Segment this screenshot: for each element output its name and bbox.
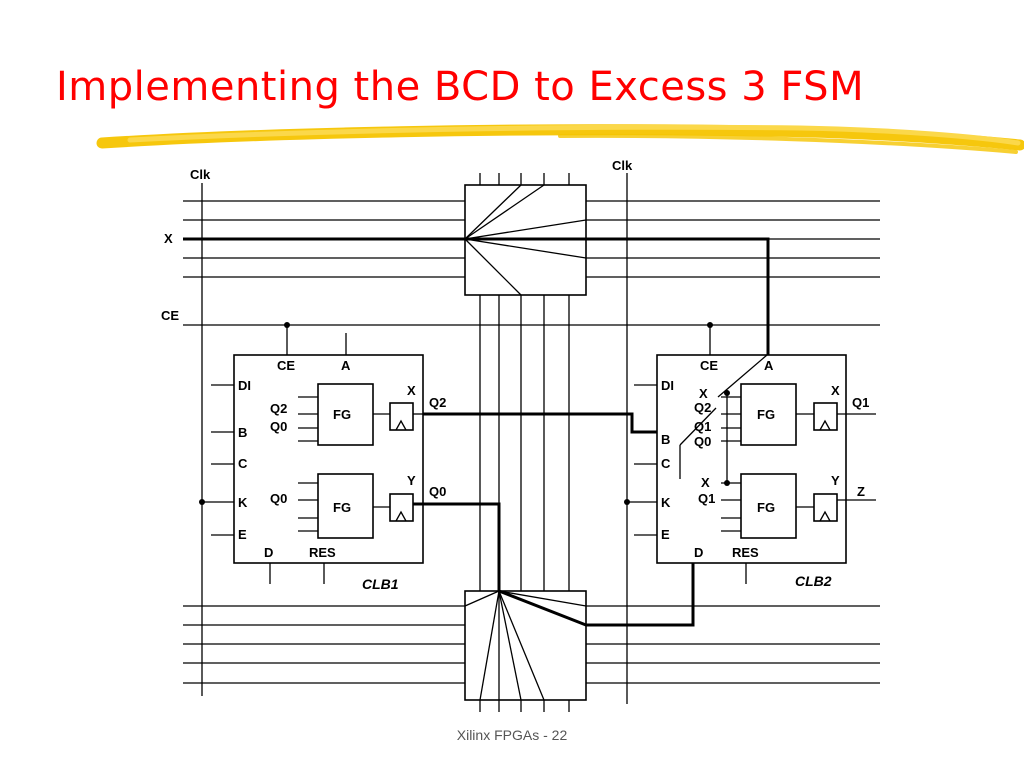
clb1-b-pin: B bbox=[238, 425, 247, 440]
clb2-q1-net: Q1 bbox=[852, 395, 869, 410]
clb1-block bbox=[199, 322, 424, 584]
clb1-name: CLB1 bbox=[362, 576, 399, 592]
clb1-e-pin: E bbox=[238, 527, 247, 542]
net-x bbox=[183, 237, 770, 355]
clb2-b-pin: B bbox=[661, 432, 670, 447]
clb2-flipflop-bottom bbox=[813, 493, 838, 522]
clb2-c-pin: C bbox=[661, 456, 671, 471]
clb1-flipflop-bottom bbox=[389, 493, 414, 522]
clb1-fg-top-input: Q0 bbox=[270, 419, 287, 434]
clb1-k-pin: K bbox=[238, 495, 248, 510]
clb2-fg-bottom-label: FG bbox=[757, 500, 775, 515]
clb1-flipflop-top bbox=[389, 402, 414, 431]
clb2-fg-top-input: X bbox=[699, 386, 708, 401]
top-routing-tracks bbox=[183, 200, 880, 326]
highlighter-underline bbox=[96, 124, 1024, 154]
clb2-x-output: X bbox=[831, 383, 840, 398]
slide-footer: Xilinx FPGAs - 22 bbox=[456, 727, 568, 743]
highlighted-nets bbox=[183, 237, 770, 627]
clb2-z-net: Z bbox=[857, 484, 865, 499]
clb1-q2-net: Q2 bbox=[429, 395, 446, 410]
clb2-e-pin: E bbox=[661, 527, 670, 542]
clk-label-right: Clk bbox=[612, 158, 633, 173]
clb1-d-pin: D bbox=[264, 545, 273, 560]
clb1-fg-top bbox=[317, 383, 374, 446]
clb2-fg-bottom bbox=[740, 473, 797, 539]
clb1-ce-pin: CE bbox=[277, 358, 295, 373]
clb1-res-pin: RES bbox=[309, 545, 336, 560]
clb2-fg-top-input: Q2 bbox=[694, 400, 711, 415]
clb1-x-output: X bbox=[407, 383, 416, 398]
clb2-fg-top-label: FG bbox=[757, 407, 775, 422]
clb1-fg-bottom-input: Q0 bbox=[270, 491, 287, 506]
clb2-fg-top bbox=[740, 383, 797, 446]
bottom-switch-matrix bbox=[464, 590, 587, 701]
clb2-d-pin: D bbox=[694, 545, 703, 560]
bottom-routing-tracks bbox=[183, 605, 880, 684]
clb1-c-pin: C bbox=[238, 456, 248, 471]
clb2-block bbox=[624, 322, 876, 584]
clb1-y-output: Y bbox=[407, 473, 416, 488]
x-input-label: X bbox=[164, 231, 173, 246]
clb2-fg-top-input: Q0 bbox=[694, 434, 711, 449]
clb2-fg-top-input: Q1 bbox=[694, 419, 711, 434]
vertical-routing-tracks bbox=[479, 173, 570, 712]
clb2-y-output: Y bbox=[831, 473, 840, 488]
clb1-fg-top-label: FG bbox=[333, 407, 351, 422]
clk-label-left: Clk bbox=[190, 167, 211, 182]
clb1-q0-net: Q0 bbox=[429, 484, 446, 499]
slide-title: Implementing the BCD to Excess 3 FSM bbox=[56, 64, 865, 110]
clb2-fg-bottom-input: X bbox=[701, 475, 710, 490]
clb1-di-pin: DI bbox=[238, 378, 251, 393]
clb1-fg-top-input: Q2 bbox=[270, 401, 287, 416]
clb2-fg-bottom-input: Q1 bbox=[698, 491, 715, 506]
clb2-a-pin: A bbox=[764, 358, 774, 373]
clb1-fg-bottom-label: FG bbox=[333, 500, 351, 515]
clb2-res-pin: RES bbox=[732, 545, 759, 560]
clb1-fg-bottom bbox=[317, 473, 374, 539]
clb1-a-pin: A bbox=[341, 358, 351, 373]
clb2-di-pin: DI bbox=[661, 378, 674, 393]
net-q2 bbox=[423, 412, 657, 434]
clb2-ce-pin: CE bbox=[700, 358, 718, 373]
clb2-flipflop-top bbox=[813, 402, 838, 431]
clb2-name: CLB2 bbox=[795, 573, 832, 589]
net-q0 bbox=[413, 502, 695, 627]
ce-label: CE bbox=[161, 308, 179, 323]
clb2-k-pin: K bbox=[661, 495, 671, 510]
